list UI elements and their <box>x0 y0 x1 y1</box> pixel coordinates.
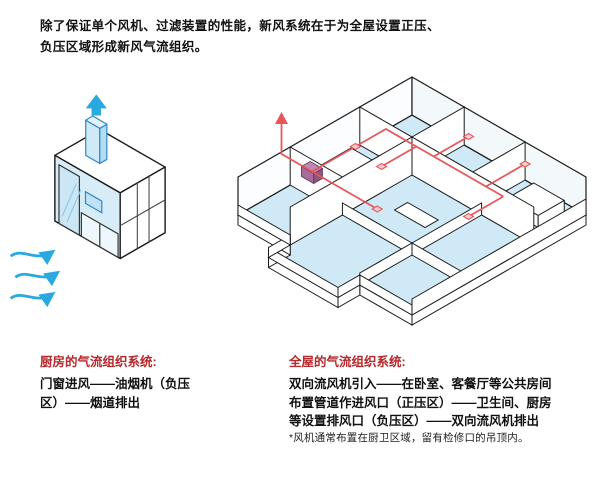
air-outlet <box>462 132 475 141</box>
air-outlet <box>371 205 384 213</box>
intro-line-1: 除了保证单个风机、过滤装置的性能，新风系统在于为全屋设置正压、 <box>40 19 440 33</box>
whole-house-caption-heading: 全屋的气流组织系统: <box>289 355 406 369</box>
air-outlet <box>375 162 388 171</box>
exterior-front-walls <box>237 198 587 316</box>
kitchen-caption-heading: 厨房的气流组织系统: <box>40 355 157 369</box>
exhaust-arrow-icon <box>275 112 288 124</box>
range-hood <box>84 190 103 214</box>
kitchen-side-details <box>119 176 166 249</box>
sofa <box>393 201 440 229</box>
kitchen-caption: 厨房的气流组织系统: 门窗进风——油烟机（负压区）——烟道排出 <box>40 353 208 412</box>
whole-house-diagram <box>222 70 602 370</box>
kitchen-diagram <box>8 92 208 350</box>
up-arrow-icon <box>85 94 107 116</box>
intro-text: 除了保证单个风机、过滤装置的性能，新风系统在于为全屋设置正压、 负压区域形成新风… <box>40 16 585 59</box>
house-isometric-svg <box>236 76 588 326</box>
kitchen-caption-body: 门窗进风——油烟机（负压区）——烟道排出 <box>40 376 191 410</box>
air-outlet <box>462 212 475 221</box>
air-outlet <box>519 160 532 168</box>
air-outlets <box>349 132 532 221</box>
intro-line-2: 负压区域形成新风气流组织。 <box>40 40 208 55</box>
duct-network <box>280 124 526 218</box>
interior-partitions-tall <box>289 106 566 246</box>
whole-house-caption-note: *风机通常布置在厨卫区域，留有检修口的吊顶内。 <box>289 432 529 444</box>
whole-house-caption-body: 双向流风机引入——在卧室、客餐厅等公共房间布置管道作进风口（正压区）——卫生间、… <box>289 376 552 429</box>
whole-house-caption: 全屋的气流组织系统: 双向流风机引入——在卧室、客餐厅等公共房间布置管道作进风口… <box>289 353 557 447</box>
air-outlet <box>349 142 362 151</box>
kitchen-isometric-svg <box>9 94 166 308</box>
exhaust-duct-icon <box>85 115 108 165</box>
kitchen-counter <box>80 211 119 259</box>
airflow-arrows <box>9 249 61 308</box>
kitchen-door <box>58 163 82 237</box>
